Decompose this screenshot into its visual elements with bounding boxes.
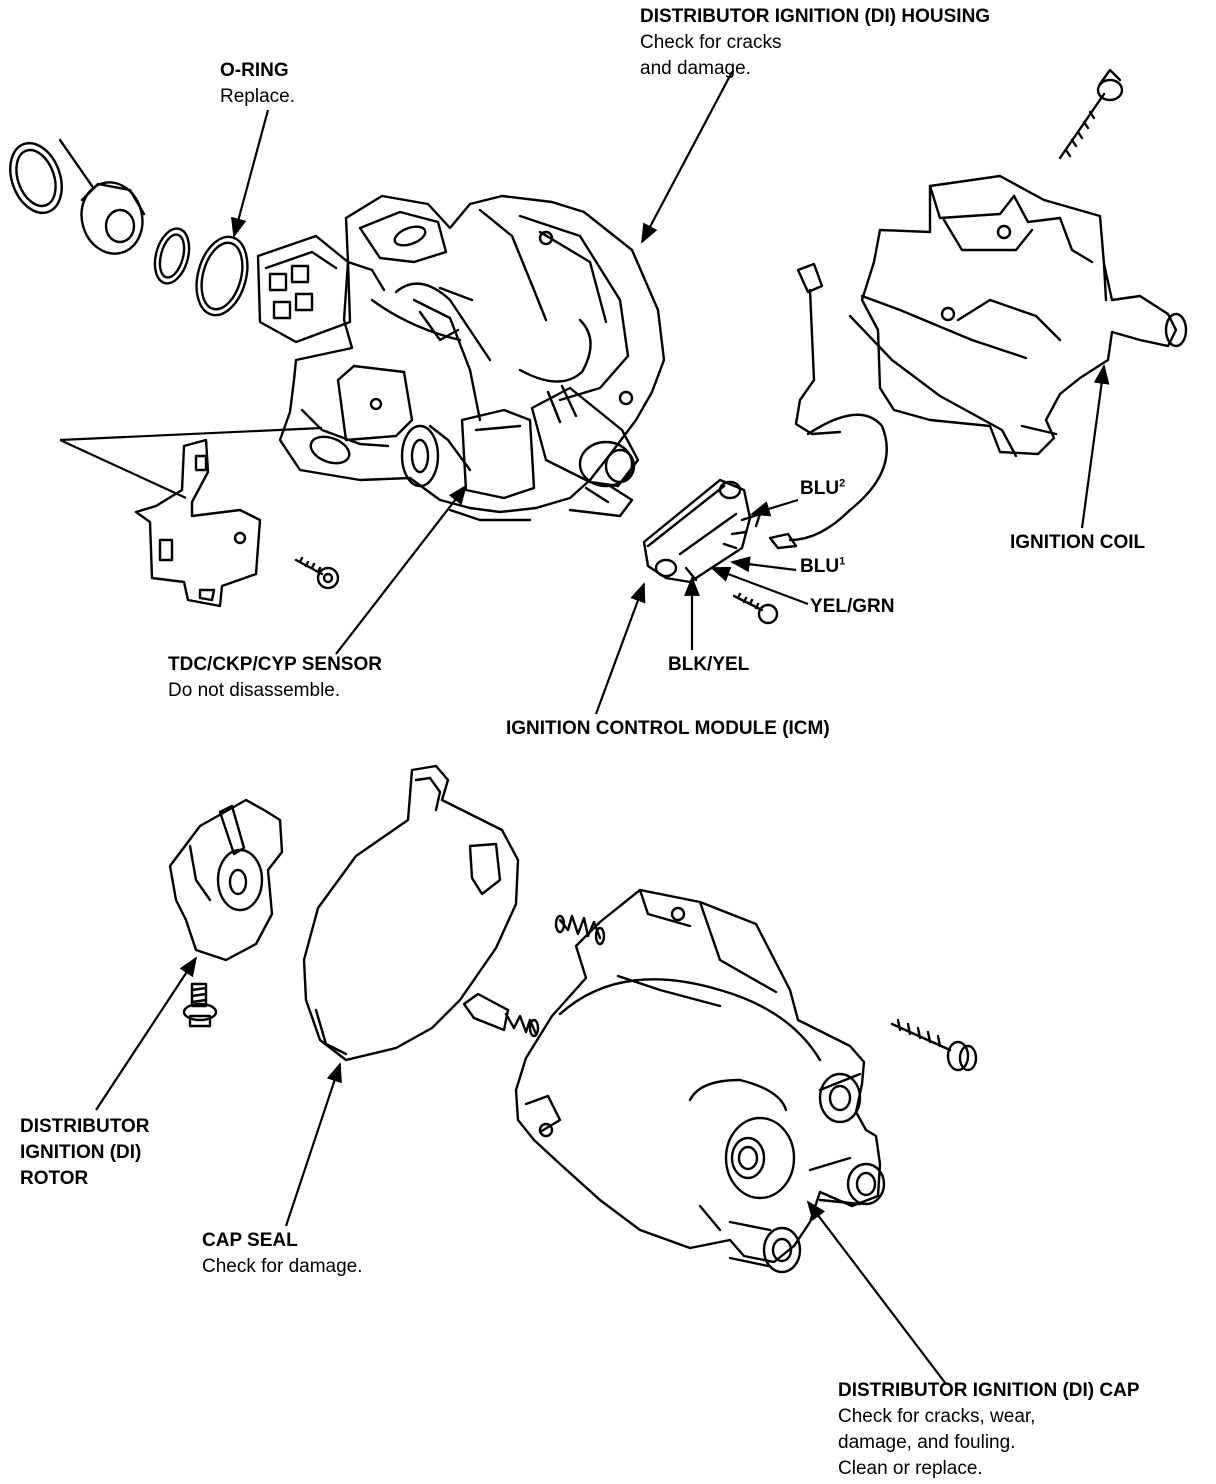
icm-screw — [732, 592, 779, 625]
sensor-plate — [134, 438, 262, 608]
sensor-screw — [294, 556, 340, 590]
label-housing-title: DISTRIBUTOR IGNITION (DI) HOUSING — [640, 6, 991, 27]
leader-rotor — [95, 956, 198, 1111]
label-ignition-coil: IGNITION COIL — [1010, 530, 1145, 556]
carbon-spring — [554, 914, 606, 946]
label-blk-yel-text: BLK/YEL — [668, 654, 750, 675]
label-icm: IGNITION CONTROL MODULE (ICM) — [506, 716, 830, 742]
label-cap-note1: Check for cracks, wear, — [838, 1406, 1036, 1427]
label-cap: DISTRIBUTOR IGNITION (DI) CAP Check for … — [838, 1378, 1140, 1482]
leader-sensor-plate — [59, 439, 187, 499]
coil-screw — [1058, 68, 1124, 160]
label-cap-seal: CAP SEAL Check for damage. — [202, 1228, 363, 1280]
ignition-coil — [848, 174, 1188, 458]
label-blu1-sup: 1 — [839, 555, 846, 568]
distributor-cap — [514, 888, 886, 1274]
leader-rotor-hub — [59, 426, 323, 442]
wire-lead — [768, 262, 888, 550]
label-oring-title: O-RING — [220, 60, 289, 81]
label-tdc-sensor: TDC/CKP/CYP SENSOR Do not disassemble. — [168, 652, 382, 704]
shaft-seal-parts — [9, 138, 191, 285]
label-tdc-sensor-note1: Do not disassemble. — [168, 680, 341, 701]
label-cap-title: DISTRIBUTOR IGNITION (DI) CAP — [838, 1380, 1140, 1401]
cap-seal — [302, 764, 520, 1062]
cap-screw — [890, 1018, 978, 1072]
leader-housing — [641, 71, 733, 244]
leader-icm — [594, 582, 646, 715]
connector — [256, 234, 386, 344]
shaft — [530, 384, 640, 488]
label-cap-note2: damage, and fouling. — [838, 1432, 1016, 1453]
distributor-housing — [278, 194, 666, 522]
label-blk-yel: BLK/YEL — [668, 652, 749, 678]
rotor — [168, 798, 284, 962]
label-housing-note1: Check for cracks — [640, 32, 782, 53]
label-housing-note2: and damage. — [640, 58, 751, 79]
rotor-screw — [182, 982, 218, 1028]
leader-tdc — [335, 484, 468, 655]
leader-cap-seal — [284, 1062, 342, 1227]
label-rotor: DISTRIBUTOR IGNITION (DI) ROTOR — [20, 1114, 149, 1192]
label-yel-grn-text: YEL/GRN — [810, 596, 895, 617]
label-cap-note3: Clean or replace. — [838, 1458, 983, 1479]
label-oring: O-RING Replace. — [220, 58, 295, 110]
leader-oring — [230, 109, 270, 238]
label-tdc-sensor-title: TDC/CKP/CYP SENSOR — [168, 654, 382, 675]
carbon-brush — [462, 992, 540, 1038]
label-rotor-line2: IGNITION (DI) — [20, 1142, 142, 1163]
leader-coil — [1080, 364, 1110, 529]
o-ring — [195, 235, 249, 317]
label-blu1-text: BLU — [800, 556, 840, 577]
label-blu1: BLU1 — [800, 554, 845, 580]
leader-lines — [59, 71, 1110, 1385]
label-rotor-line1: DISTRIBUTOR — [20, 1116, 150, 1137]
label-yel-grn: YEL/GRN — [810, 594, 894, 620]
label-icm-title: IGNITION CONTROL MODULE (ICM) — [506, 718, 830, 739]
leader-blu1 — [730, 556, 797, 573]
leader-cap — [806, 1200, 947, 1385]
label-blu2-text: BLU — [800, 478, 840, 499]
label-blu2: BLU2 — [800, 476, 845, 502]
label-oring-note1: Replace. — [220, 86, 295, 107]
mounting-bracket — [336, 364, 414, 442]
label-rotor-line3: ROTOR — [20, 1168, 89, 1189]
label-housing: DISTRIBUTOR IGNITION (DI) HOUSING Check … — [640, 4, 990, 82]
label-cap-seal-title: CAP SEAL — [202, 1230, 298, 1251]
label-blu2-sup: 2 — [839, 477, 846, 490]
tdc-sensor-body — [400, 408, 536, 500]
leader-yel-grn — [710, 566, 809, 606]
label-ignition-coil-title: IGNITION COIL — [1010, 532, 1146, 553]
ignition-control-module — [642, 478, 762, 584]
leader-blu2 — [750, 498, 799, 517]
label-cap-seal-note1: Check for damage. — [202, 1256, 363, 1277]
